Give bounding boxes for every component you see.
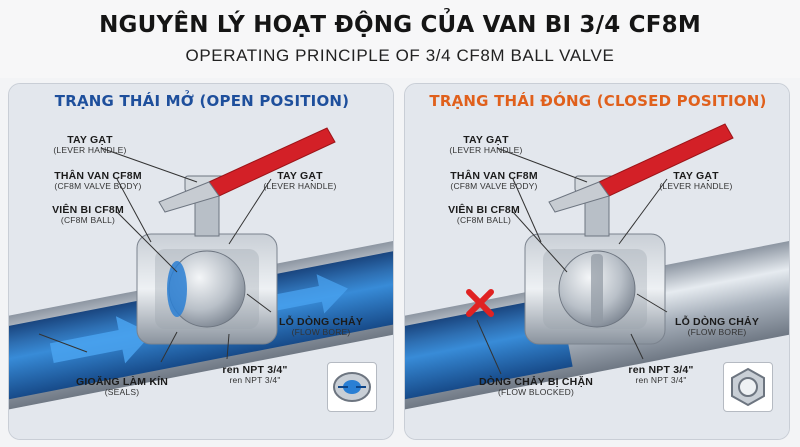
closed-label-lever-handle-right: TAY GẠT (LEVER HANDLE) [659,170,733,192]
stem-and-handle [548,123,734,237]
closed-label-flow-blocked: DÒNG CHẢY BỊ CHẶN (FLOW BLOCKED) [478,376,594,398]
open-panel-title: TRẠNG THÁI MỞ (OPEN POSITION) [54,92,350,110]
closed-position-panel: TRẠNG THÁI ĐÓNG (CLOSED POSITION) TAY GẠ… [404,83,790,440]
open-position-panel: TRẠNG THÁI MỞ (OPEN POSITION) TAY GẠT (L… [8,83,394,440]
open-label-thread: ren NPT 3/4" ren NPT 3/4" [222,364,288,386]
open-label-flow-bore: LỖ DÒNG CHẢY (FLOW BORE) [278,316,364,338]
closed-label-thread: ren NPT 3/4" ren NPT 3/4" [628,364,694,386]
open-label-lever-handle-right: TAY GẠT (LEVER HANDLE) [263,170,337,192]
open-label-seals: GIOĂNG LÀM KÍN (SEALS) [75,376,169,398]
hex-nut-icon [723,362,773,412]
open-label-lever-handle: TAY GẠT (LEVER HANDLE) [53,134,127,156]
closed-valve-illustration [405,84,789,439]
valve-body [136,233,278,345]
open-label-valve-body: THÂN VAN CF8M (CF8M VALVE BODY) [54,170,142,192]
closed-label-lever-handle: TAY GẠT (LEVER HANDLE) [449,134,523,156]
closed-label-valve-body: THÂN VAN CF8M (CF8M VALVE BODY) [450,170,538,192]
open-label-ball: VIÊN BI CF8M (CF8M BALL) [52,204,124,226]
stem-and-handle [158,127,336,237]
closed-label-ball: VIÊN BI CF8M (CF8M BALL) [448,204,520,226]
closed-label-flow-bore: LỖ DÒNG CHẢY (FLOW BORE) [674,316,760,338]
seal-ring-icon [327,362,377,412]
page-title: NGUYÊN LÝ HOẠT ĐỘNG CỦA VAN BI 3/4 CF8M [99,12,701,38]
x-mark-icon [466,289,494,317]
open-valve-illustration [9,84,393,439]
valve-body [524,233,666,345]
page-subtitle: OPERATING PRINCIPLE OF 3/4 CF8M BALL VAL… [185,46,615,65]
header: NGUYÊN LÝ HOẠT ĐỘNG CỦA VAN BI 3/4 CF8M … [0,0,800,78]
closed-panel-title: TRẠNG THÁI ĐÓNG (CLOSED POSITION) [429,92,767,110]
